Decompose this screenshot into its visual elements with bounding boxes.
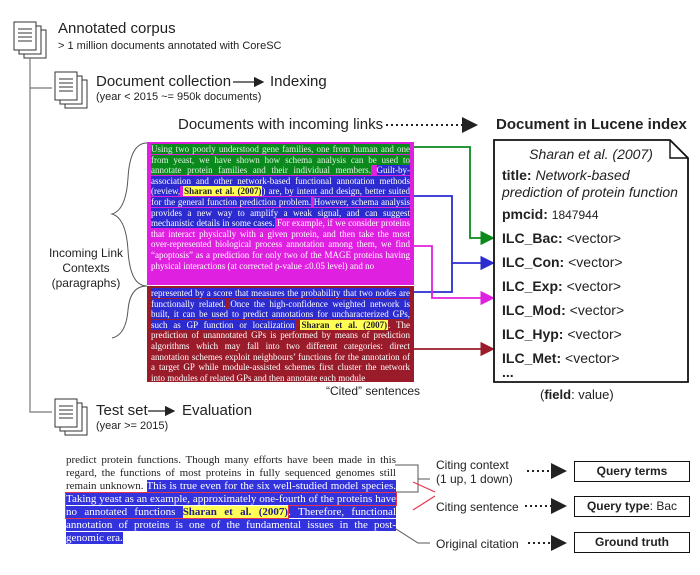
collection-subtitle: (year < 2015 ~= 950k documents)	[96, 91, 262, 103]
query-type-box: Query type: Bac	[574, 496, 690, 517]
field-ilc-hyp: ILC_Hyp: <vector>	[502, 326, 622, 342]
testset-subtitle: (year >= 2015)	[96, 420, 169, 432]
field-value: <vector>	[569, 302, 625, 318]
green-sentence: Using two poorly understood gene familie…	[151, 144, 410, 176]
legend-rest: : value)	[571, 387, 614, 402]
lucene-author: Sharan et al. (2007)	[529, 146, 653, 162]
pmcid-value: 1847944	[551, 208, 599, 222]
ilc-label: Incoming Link Contexts (paragraphs)	[48, 246, 124, 290]
darkred-sentence: . The prediction of unannotated GPs is p…	[151, 319, 411, 382]
collection-title: Document collection	[96, 73, 232, 90]
citing-context-sub: (1 up, 1 down)	[436, 472, 513, 486]
citing-context-label: Citing context(1 up, 1 down)	[436, 458, 513, 486]
query-type-value: : Bac	[649, 499, 678, 513]
legend-open: (	[540, 387, 545, 402]
lucene-pmcid-field: pmcid: 1847944	[502, 206, 599, 222]
field-value: <vector>	[566, 230, 622, 246]
corpus-doc-icon	[13, 21, 47, 59]
query-terms-box: Query terms	[574, 461, 690, 482]
lucene-document: Sharan et al. (2007) title: Network-base…	[494, 140, 688, 382]
field-key: ILC_Con:	[502, 254, 565, 270]
ground-truth-box: Ground truth	[574, 532, 690, 553]
field-ilc-exp: ILC_Exp: <vector>	[502, 278, 621, 294]
field-value: <vector>	[568, 254, 623, 270]
citing-sentence-text: Taking yeast as an example, approximatel…	[66, 493, 396, 518]
citation-highlight-2: Sharan et al. (2007)	[300, 319, 389, 330]
original-citation-label: Original citation	[436, 537, 519, 551]
field-key: ILC_Exp:	[502, 278, 563, 294]
evaluation-label: Evaluation	[182, 402, 253, 419]
field-key: ILC_Mod:	[502, 302, 566, 318]
testset-doc-icon	[54, 398, 88, 436]
context-sentence-up: This is true even for the six well-studi…	[146, 480, 397, 492]
ilc-paragraph-1: Using two poorly understood gene familie…	[147, 142, 414, 285]
citing-context-title: Citing context	[436, 458, 509, 472]
pmcid-key: pmcid:	[502, 206, 548, 222]
field-value: <vector>	[567, 326, 622, 342]
field-ilc-con: ILC_Con: <vector>	[502, 254, 623, 270]
lucene-title-field: title: Network-based prediction of prote…	[502, 167, 682, 201]
field-key: ILC_Bac:	[502, 230, 563, 246]
field-value: <vector>	[565, 350, 620, 366]
corpus-title: Annotated corpus	[58, 20, 176, 37]
field-ilc-mod: ILC_Mod: <vector>	[502, 302, 624, 318]
lucene-title: Document in Lucene index	[496, 116, 687, 133]
citing-sentence-label: Citing sentence	[436, 500, 519, 514]
field-key: ILC_Met:	[502, 350, 562, 366]
collection-doc-icon	[54, 71, 88, 109]
legend-key: field	[544, 387, 572, 402]
field-ilc-bac: ILC_Bac: <vector>	[502, 230, 621, 246]
original-citation: Sharan et al. (2007)	[182, 506, 289, 518]
ilc-paragraph-2: represented by a score that measures the…	[147, 286, 414, 382]
field-key: ILC_Hyp:	[502, 326, 564, 342]
field-ilc-met: ILC_Met: <vector>	[502, 350, 620, 366]
test-paragraph: predict protein functions. Though many e…	[65, 454, 397, 545]
title-value: Network-based prediction of protein func…	[502, 167, 678, 200]
indexing-label: Indexing	[270, 73, 327, 90]
cited-label: “Cited” sentences	[326, 384, 421, 398]
fields-more: ...	[502, 364, 514, 380]
incoming-title: Documents with incoming links	[178, 116, 384, 133]
citation-highlight: Sharan et al. (2007)	[183, 186, 263, 197]
title-key: title:	[502, 167, 532, 183]
field-legend: (field: value)	[540, 387, 614, 402]
corpus-subtitle: > 1 million documents annotated with Cor…	[58, 40, 282, 52]
query-type-key: Query type	[586, 499, 650, 513]
testset-title: Test set	[96, 402, 148, 419]
field-value: <vector>	[566, 278, 622, 294]
plain-context: predict protein functions. Though many e…	[66, 454, 396, 492]
